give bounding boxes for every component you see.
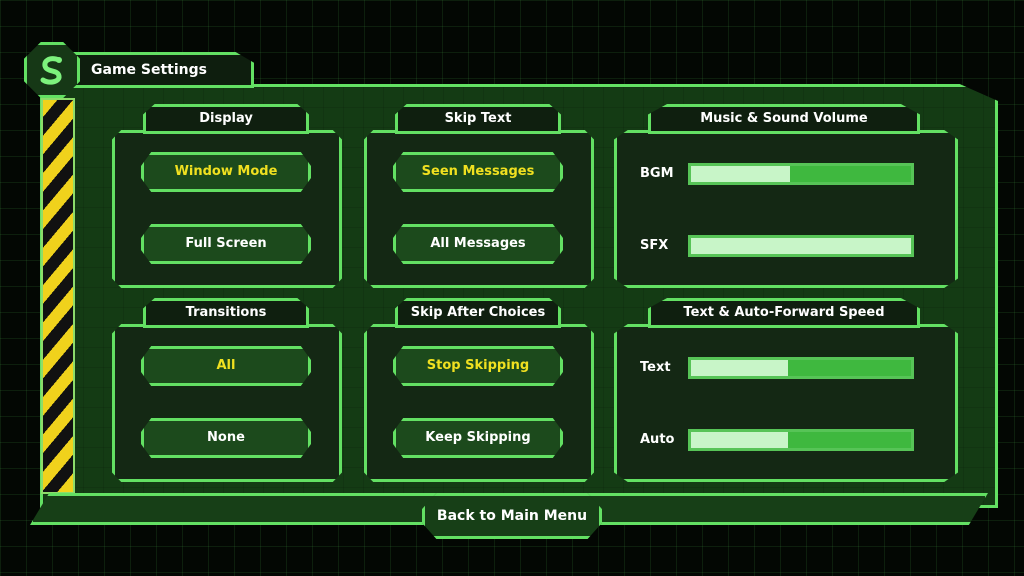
speed-panel-title: Text & Auto-Forward Speed <box>648 298 920 328</box>
volume-panel-title: Music & Sound Volume <box>648 104 920 134</box>
serpent-logo-icon <box>24 42 80 98</box>
transitions-all-button[interactable]: All <box>141 346 311 386</box>
bgm-slider-fill <box>790 166 911 182</box>
skip-text-panel-title: Skip Text <box>395 104 561 134</box>
speed-panel <box>614 324 958 482</box>
transitions-none-button[interactable]: None <box>141 418 311 458</box>
stop-skipping-button[interactable]: Stop Skipping <box>393 346 563 386</box>
transitions-panel-title: Transitions <box>143 298 309 328</box>
keep-skipping-button[interactable]: Keep Skipping <box>393 418 563 458</box>
display-panel-title: Display <box>143 104 309 134</box>
sfx-slider[interactable] <box>688 235 914 257</box>
bgm-label: BGM <box>640 166 674 181</box>
auto-speed-label: Auto <box>640 432 675 447</box>
bgm-slider[interactable] <box>688 163 914 185</box>
auto-speed-slider-fill <box>787 432 911 448</box>
full-screen-button[interactable]: Full Screen <box>141 224 311 264</box>
volume-panel <box>614 130 958 288</box>
seen-messages-button[interactable]: Seen Messages <box>393 152 563 192</box>
sfx-label: SFX <box>640 238 669 253</box>
window-mode-button[interactable]: Window Mode <box>141 152 311 192</box>
all-messages-button[interactable]: All Messages <box>393 224 563 264</box>
text-speed-label: Text <box>640 360 671 375</box>
skip-after-choices-panel-title: Skip After Choices <box>395 298 561 328</box>
text-speed-slider-fill <box>787 360 911 376</box>
hazard-stripe-decoration <box>41 98 75 494</box>
back-to-main-menu-button[interactable]: Back to Main Menu <box>422 493 602 539</box>
text-speed-slider[interactable] <box>688 357 914 379</box>
auto-speed-slider[interactable] <box>688 429 914 451</box>
page-title: Game Settings <box>70 52 254 88</box>
